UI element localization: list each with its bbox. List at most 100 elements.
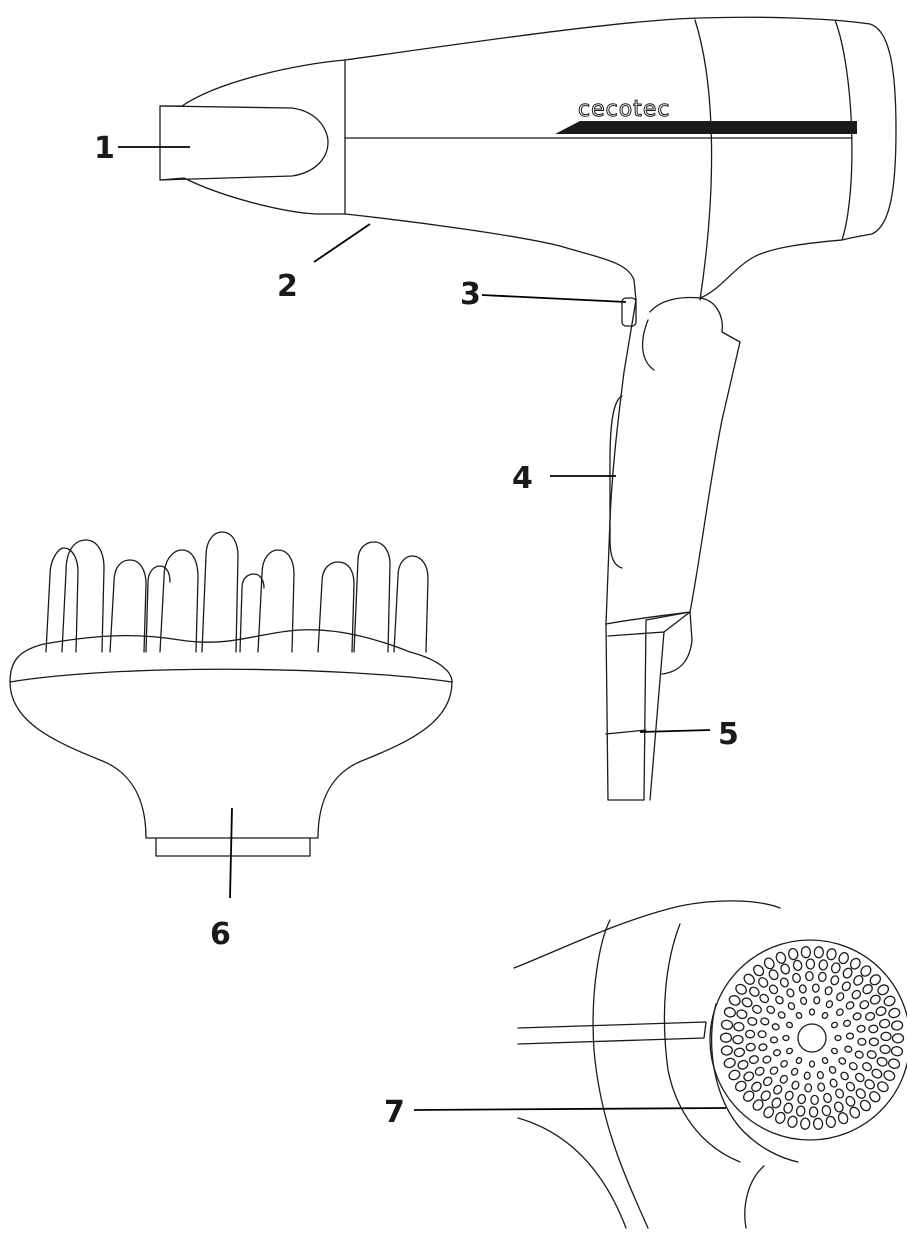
filter-hole <box>860 965 872 977</box>
filter-hole <box>754 1066 765 1076</box>
rear-shell-left <box>592 919 649 1229</box>
filter-hole <box>844 1045 853 1053</box>
filter-hole <box>836 1008 844 1017</box>
filter-hole <box>852 1012 862 1021</box>
filter-hole <box>813 946 824 959</box>
filter-hole <box>836 992 845 1002</box>
filter-hole <box>735 983 747 995</box>
filter-hole <box>733 1047 746 1058</box>
filter-hole <box>888 1007 901 1019</box>
filter-hole <box>780 963 791 975</box>
filter-hole <box>791 1080 800 1090</box>
filter-hole <box>797 1093 807 1105</box>
filter-hole <box>786 988 795 998</box>
filter-hole <box>842 1019 852 1027</box>
filter-hole <box>862 984 873 995</box>
filter-hole <box>854 1072 865 1083</box>
cool-shot-button <box>621 297 637 327</box>
filter-hole <box>866 1050 877 1060</box>
filter-hole <box>783 1102 794 1114</box>
diffuser <box>9 531 453 857</box>
filter-hole <box>810 1094 819 1106</box>
filter-hole <box>859 1000 870 1010</box>
filter-hole <box>743 973 755 985</box>
filter-hole <box>795 1105 806 1117</box>
filter-hole <box>742 1090 755 1102</box>
filter-hole <box>787 1115 798 1128</box>
filter-hole <box>800 946 812 959</box>
filter-hole <box>757 1030 767 1039</box>
filter-hole <box>845 1032 855 1040</box>
filter-hole <box>838 1057 847 1065</box>
filter-edge <box>711 1003 799 1163</box>
filter-hole <box>719 1032 733 1043</box>
filter-hole <box>760 1090 771 1102</box>
filter-hole <box>720 1019 734 1030</box>
filter-hole <box>785 1021 794 1029</box>
filter-hole <box>817 971 827 983</box>
filter-hole <box>741 997 753 1008</box>
filter-hole <box>845 1001 855 1010</box>
filter-hole <box>768 969 779 981</box>
filter-hole <box>878 1018 891 1029</box>
filter-hole <box>762 1055 772 1064</box>
filter-hole <box>862 1062 872 1072</box>
filter-hole <box>752 1004 762 1014</box>
filter-hole <box>792 972 801 984</box>
handle-band-1 <box>605 611 691 625</box>
filter-hole <box>787 947 799 961</box>
diffuser-fingers <box>45 531 429 653</box>
filter-hole <box>771 1097 782 1109</box>
filter-hole <box>821 1104 832 1117</box>
filter-hole <box>728 995 741 1006</box>
filter-hole <box>769 1066 779 1075</box>
filter-hole <box>782 1034 790 1042</box>
rear-view <box>513 900 907 1229</box>
filter-hole <box>877 1081 889 1093</box>
nozzle-concentrator <box>159 59 346 215</box>
filter-hole <box>813 996 821 1005</box>
filter-hole <box>840 1071 849 1081</box>
filter-hole <box>811 983 820 993</box>
filter-hole <box>856 1024 866 1033</box>
filter-hole <box>795 1011 803 1020</box>
filter-hole <box>876 1056 888 1067</box>
filter-hole <box>816 1070 824 1080</box>
filter-hole <box>805 970 814 982</box>
callout-7: 7 <box>384 1095 405 1130</box>
filter-hole <box>752 1099 764 1111</box>
filter-hole <box>745 1042 756 1052</box>
rear-curve <box>699 239 843 299</box>
filter-hole <box>834 1034 842 1042</box>
handle-lower <box>607 631 665 801</box>
filter-hole <box>758 1043 768 1052</box>
switch-slot <box>609 395 623 569</box>
leader-7 <box>413 1107 727 1111</box>
filter-hole <box>871 1068 883 1079</box>
filter-hole <box>732 1034 744 1045</box>
filter-hole <box>845 1095 856 1107</box>
leader-3 <box>481 294 627 303</box>
filter-hole <box>800 1117 811 1130</box>
filter-hole <box>795 1056 803 1065</box>
filter-hole <box>830 962 841 974</box>
filter-hole <box>772 1049 782 1057</box>
filter-hole <box>748 986 760 997</box>
filter-hole <box>736 1009 748 1020</box>
filter-hole <box>768 984 779 995</box>
filter-hole <box>808 1008 816 1016</box>
filter-hole <box>841 981 851 992</box>
filter-hole <box>855 1088 866 1099</box>
filter-hole <box>766 1005 776 1014</box>
filter-hole <box>823 1092 832 1104</box>
callout-numbers: 1 2 3 4 5 6 7 <box>94 131 739 1130</box>
filter-hole <box>790 1067 799 1076</box>
filter-hole <box>787 1002 796 1011</box>
filter-hole <box>812 1117 824 1130</box>
filter-hole <box>723 1007 736 1018</box>
filter-hole <box>849 1106 861 1119</box>
filter-hole <box>780 1059 788 1068</box>
filter-hole <box>835 1088 845 1099</box>
brand-logo: cecotec <box>578 97 670 122</box>
hinge-inner <box>642 319 655 371</box>
